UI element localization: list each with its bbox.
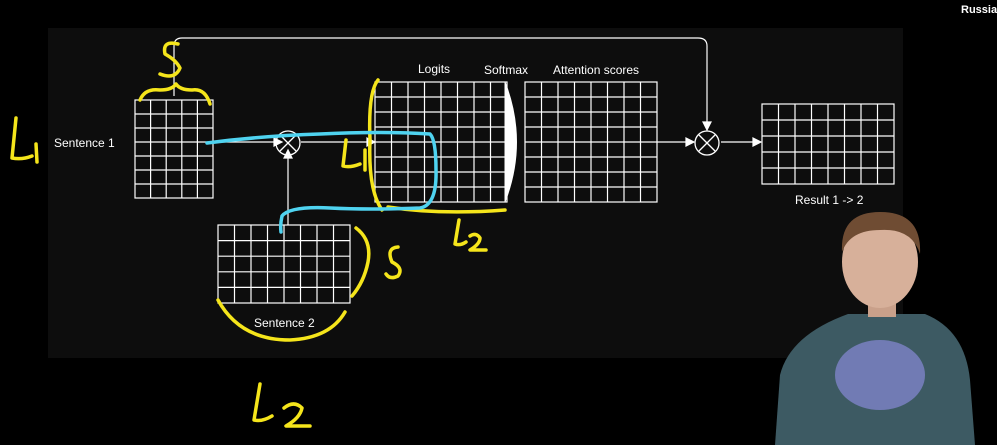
sentence2-matrix xyxy=(217,224,351,304)
brace-right-s2 xyxy=(350,226,371,298)
handwritten-l1-left xyxy=(10,116,39,164)
presenter-figure xyxy=(775,212,975,445)
brace-left-logits xyxy=(367,78,384,212)
softmax-label: Softmax xyxy=(484,63,529,77)
cyan-row-trace xyxy=(205,130,438,234)
corner-text: Russia xyxy=(961,4,997,16)
logits-label: Logits xyxy=(418,62,451,76)
handwritten-s-right xyxy=(384,245,402,280)
result-label: Result 1 -> 2 xyxy=(795,193,864,207)
attention-scores-label: Attention scores xyxy=(553,63,640,77)
handwritten-s-top xyxy=(158,41,182,78)
logits-matrix xyxy=(374,81,508,203)
handwritten-l1-inner xyxy=(341,138,367,172)
brace-top xyxy=(138,82,212,106)
softmax-shape xyxy=(504,81,517,203)
result-matrix xyxy=(761,103,895,185)
sentence2-label: Sentence 2 xyxy=(254,316,315,330)
sentence1-matrix xyxy=(134,99,214,199)
cyan-annotations xyxy=(205,130,438,234)
brace-under-s2 xyxy=(216,298,347,342)
sentence1-label: Sentence 1 xyxy=(54,136,115,150)
slide-panel xyxy=(48,28,903,358)
multiply-op-1 xyxy=(275,130,301,156)
handwritten-l2-big xyxy=(252,382,312,428)
handwritten-l2-bottom xyxy=(453,218,488,252)
multiply-op-2 xyxy=(694,130,720,156)
